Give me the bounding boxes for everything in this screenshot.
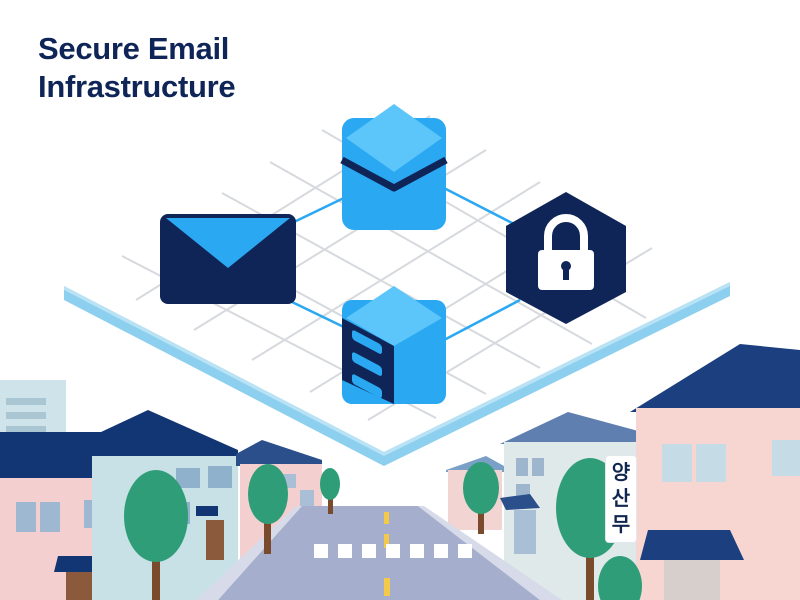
tree bbox=[124, 470, 188, 562]
page-title: Secure Email Infrastructure bbox=[38, 30, 236, 106]
bush bbox=[598, 556, 642, 600]
house-roof bbox=[630, 344, 800, 412]
connection-line bbox=[443, 298, 521, 342]
connections bbox=[291, 184, 521, 342]
street-sign: 양산무 bbox=[606, 456, 636, 542]
lock-icon bbox=[506, 192, 626, 324]
street bbox=[196, 506, 562, 600]
server-cube-icon bbox=[342, 286, 446, 404]
tree bbox=[463, 462, 499, 514]
title-line-2: Infrastructure bbox=[38, 69, 236, 104]
house-roof bbox=[500, 412, 642, 444]
street-sign-text: 양산무 bbox=[611, 460, 631, 536]
tree bbox=[320, 468, 340, 500]
connection-line bbox=[291, 300, 351, 332]
connection-line bbox=[293, 194, 349, 224]
mail-cube-icon bbox=[340, 104, 448, 230]
connection-line bbox=[439, 184, 515, 226]
envelope-icon bbox=[160, 214, 296, 304]
house-roof bbox=[84, 410, 238, 458]
title-line-1: Secure Email bbox=[38, 31, 230, 66]
crosswalk bbox=[314, 544, 472, 558]
tree bbox=[248, 464, 288, 524]
